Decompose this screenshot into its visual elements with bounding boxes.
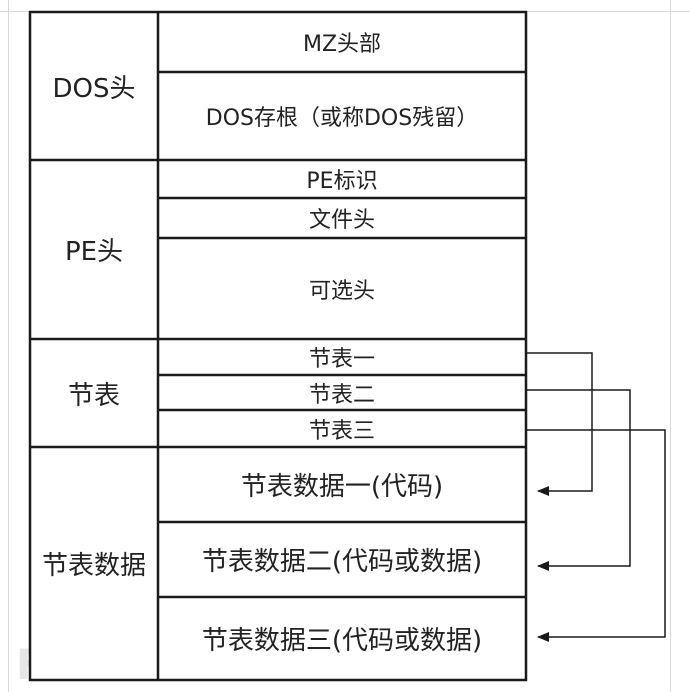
group-label-dos: DOS头 <box>30 12 158 160</box>
grid-line-right <box>670 0 671 692</box>
row-section-data-1: 节表数据一(代码) <box>158 447 526 522</box>
row-section-data-2: 节表数据二(代码或数据) <box>158 522 526 597</box>
row-pe-signature: PE标识 <box>158 160 526 198</box>
connector-section-3 <box>526 429 666 642</box>
grid-line-left <box>8 0 9 692</box>
row-file-header: 文件头 <box>158 198 526 238</box>
row-section-1: 节表一 <box>158 339 526 375</box>
row-section-3: 节表三 <box>158 410 526 447</box>
group-label-section-table: 节表 <box>30 339 158 447</box>
row-section-data-3: 节表数据三(代码或数据) <box>158 597 526 680</box>
row-section-2: 节表二 <box>158 375 526 410</box>
group-label-section-data: 节表数据 <box>30 447 158 680</box>
connector-section-2 <box>526 389 631 571</box>
connector-section-1 <box>526 352 593 496</box>
row-dos-stub: DOS存根（或称DOS残留） <box>158 72 526 160</box>
row-optional-header: 可选头 <box>158 238 526 339</box>
row-mz-header: MZ头部 <box>158 12 526 72</box>
group-label-pe: PE头 <box>30 160 158 339</box>
